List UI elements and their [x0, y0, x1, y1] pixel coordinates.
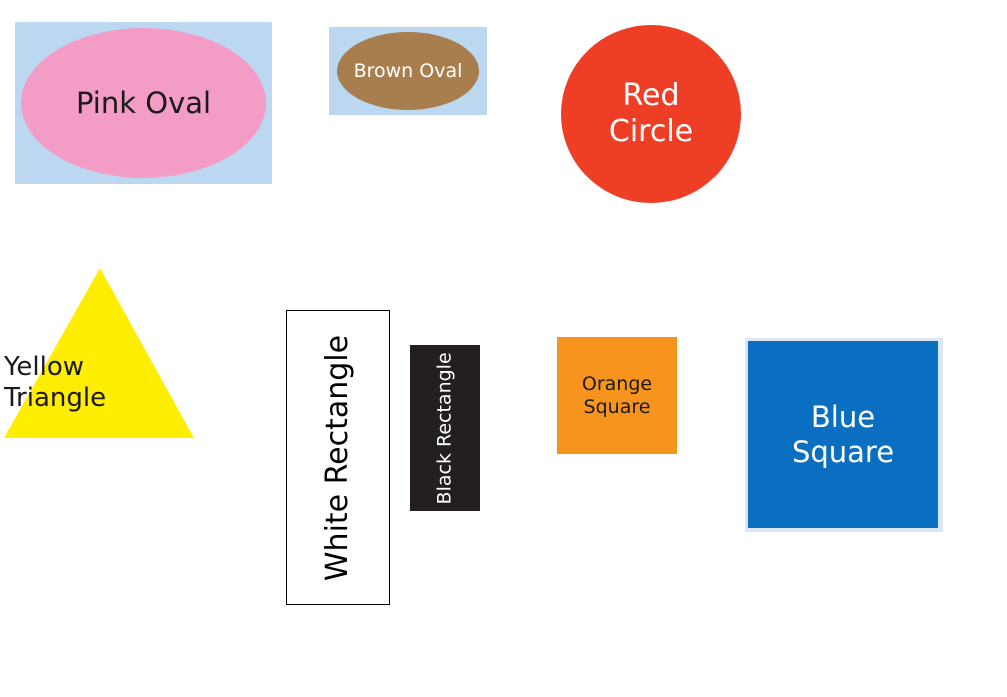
white-rectangle: White Rectangle: [286, 310, 390, 605]
blue-square-label-line2: Square: [791, 434, 895, 469]
orange-square-label-line2: Square: [583, 395, 651, 418]
black-rectangle: Black Rectangle: [410, 345, 480, 511]
red-circle-label: Red Circle: [609, 78, 693, 150]
white-rectangle-label: White Rectangle: [320, 334, 355, 581]
blue-square-label: Blue Square: [792, 400, 894, 470]
brown-oval-card: Brown Oval: [329, 27, 487, 115]
brown-oval-label: Brown Oval: [353, 59, 463, 82]
yellow-triangle-label: Yellow Triangle: [4, 352, 194, 414]
pink-oval-card: Pink Oval: [15, 22, 272, 184]
blue-square: Blue Square: [748, 341, 938, 528]
orange-square: Orange Square: [557, 337, 677, 454]
blue-square-label-line1: Blue: [810, 399, 876, 434]
yellow-triangle: Yellow Triangle: [4, 268, 194, 438]
orange-square-label-line1: Orange: [581, 372, 653, 395]
black-rectangle-label: Black Rectangle: [433, 351, 456, 505]
red-circle: Red Circle: [561, 25, 741, 203]
yellow-triangle-shape: [4, 268, 194, 438]
yellow-triangle-label-line1: Yellow: [4, 352, 85, 382]
brown-oval: Brown Oval: [337, 32, 479, 110]
blue-square-card: Blue Square: [745, 338, 943, 532]
yellow-triangle-label-line2: Triangle: [4, 383, 107, 414]
red-circle-label-line1: Red: [622, 78, 680, 113]
orange-square-label: Orange Square: [582, 373, 652, 419]
red-circle-label-line2: Circle: [608, 114, 694, 149]
pink-oval: Pink Oval: [21, 28, 266, 178]
pink-oval-label: Pink Oval: [75, 85, 212, 120]
